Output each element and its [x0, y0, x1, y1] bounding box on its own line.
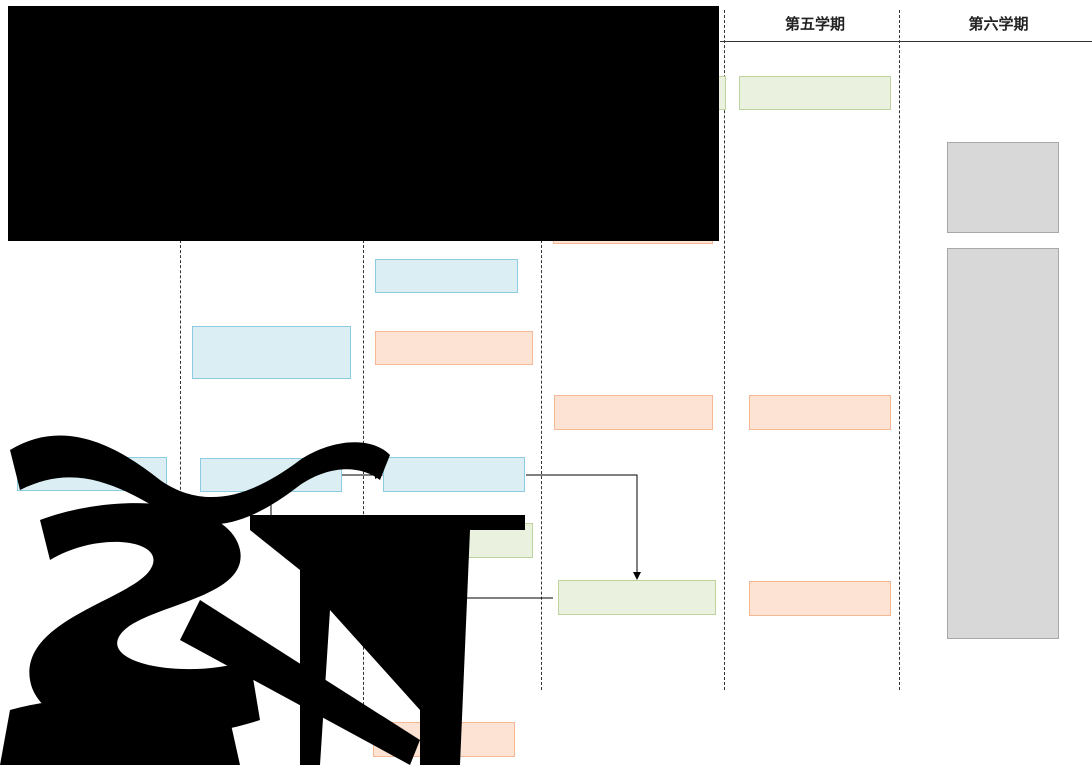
course-box-s5-a [749, 395, 891, 430]
course-box-s2-a [192, 326, 351, 379]
header-rule [720, 41, 1092, 42]
connector-s2b-to-s3d [270, 492, 375, 545]
semester-6-header: 第六学期 [968, 15, 1029, 33]
connector-s3c-to-s4b [526, 474, 641, 580]
course-box-s5-top [739, 76, 891, 110]
column-divider-1 [180, 240, 181, 530]
course-box-s3-c [383, 457, 525, 492]
course-box-s6-small [947, 142, 1059, 233]
redaction-block [8, 6, 719, 241]
column-divider-3 [541, 240, 542, 690]
course-box-s3-a [375, 259, 518, 293]
course-box-s6-tall [947, 248, 1059, 639]
course-box-s3-b [375, 331, 533, 365]
semester-5-header: 第五学期 [784, 15, 845, 33]
column-divider-4 [724, 10, 725, 690]
course-box-s5-b [749, 581, 891, 616]
course-box-s4-a [554, 395, 713, 430]
course-box-s4-b [558, 580, 716, 615]
column-divider-5 [899, 10, 900, 690]
